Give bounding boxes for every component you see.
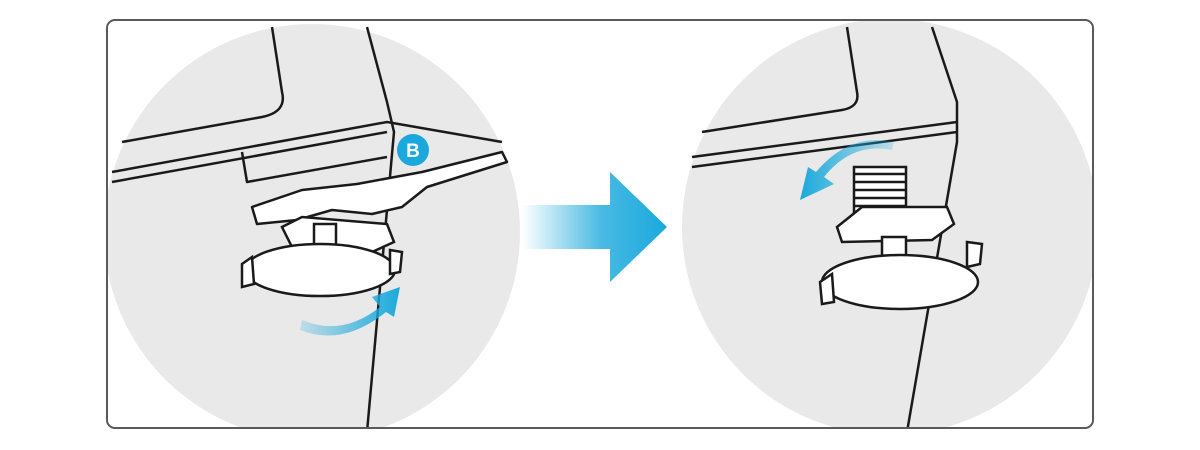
callout-label: B [406, 141, 420, 162]
rotate-arrow-counterclockwise-icon [800, 140, 894, 200]
next-step-arrow-icon [522, 172, 667, 282]
callout-b-badge: B [397, 134, 429, 166]
step-remove-foot [682, 21, 1092, 427]
leveling-foot-icon [240, 215, 404, 298]
rotate-arrow-clockwise-icon [300, 287, 400, 336]
illustration-frame: B [106, 19, 1094, 429]
step-loosen-with-wrench: B [108, 24, 520, 427]
leveling-foot-icon-right [818, 205, 984, 311]
threaded-bolt-icon [852, 165, 908, 214]
instruction-illustration: B [108, 21, 1092, 427]
appliance-outline [111, 26, 503, 427]
